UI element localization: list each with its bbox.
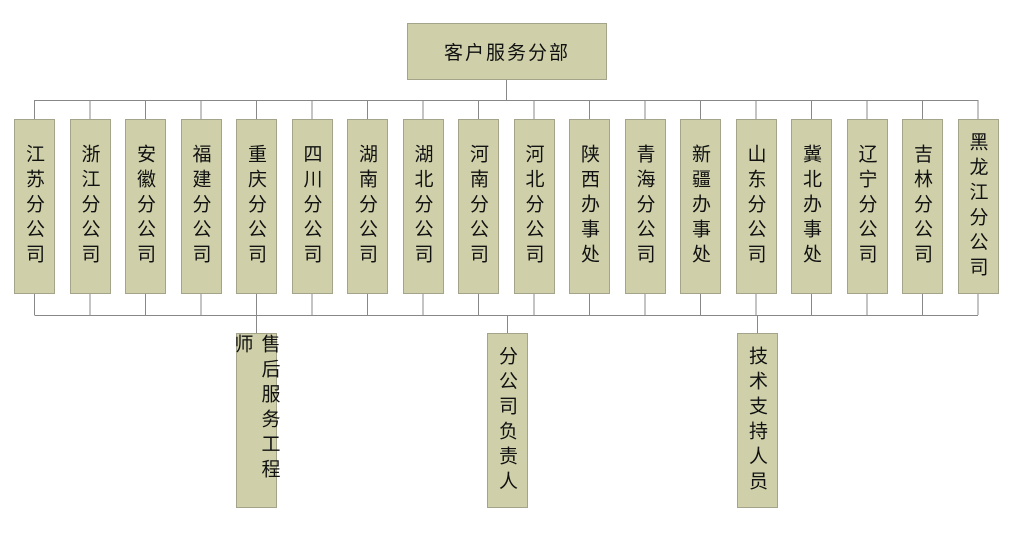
branch-node: 浙江分公司 <box>69 119 111 294</box>
role-node: 技术支持人员 <box>737 333 778 508</box>
role-node: 售后服务工程师 <box>232 333 281 508</box>
branch-node: 四川分公司 <box>291 119 333 294</box>
branch-node: 新疆办事处 <box>680 119 721 294</box>
branch-node: 河北分公司 <box>513 119 555 294</box>
branch-node: 青海分公司 <box>624 119 666 294</box>
branch-node: 辽宁分公司 <box>846 119 888 294</box>
branch-node: 冀北办事处 <box>791 119 832 294</box>
branch-node: 重庆分公司 <box>236 119 277 294</box>
role-node: 分公司负责人 <box>487 333 528 508</box>
branch-node: 安徽分公司 <box>125 119 166 294</box>
branch-node: 黑龙江分公司 <box>957 119 999 294</box>
branch-node: 河南分公司 <box>458 119 499 294</box>
branch-node: 福建分公司 <box>180 119 222 294</box>
branch-node: 江苏分公司 <box>14 119 55 294</box>
branch-node: 吉林分公司 <box>902 119 943 294</box>
branch-node: 山东分公司 <box>735 119 777 294</box>
branch-node: 陕西办事处 <box>569 119 610 294</box>
branch-node: 湖南分公司 <box>347 119 388 294</box>
branch-node: 湖北分公司 <box>402 119 444 294</box>
root-node: 客户服务分部 <box>407 23 607 80</box>
